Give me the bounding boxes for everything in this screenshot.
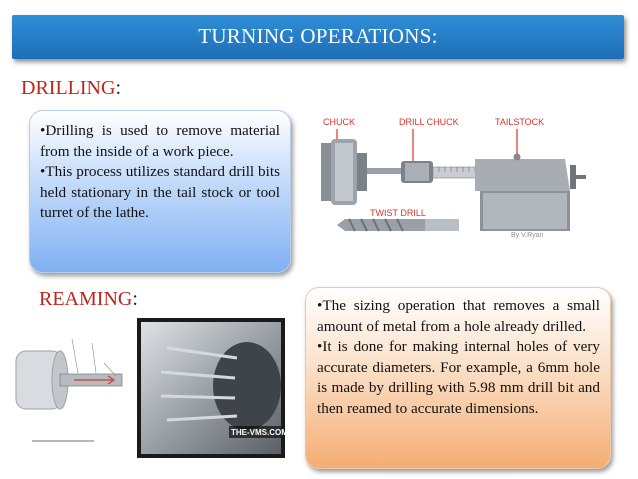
drilling-heading-text: DRILLING — [21, 77, 116, 99]
tailstock-lock-knob — [513, 153, 521, 161]
diagram-credit: By V.Ryan — [511, 232, 544, 239]
reaming-description-box: •The sizing operation that removes a sma… — [305, 287, 611, 469]
reaming-diagram — [15, 338, 123, 442]
reaming-heading: REAMING: — [39, 288, 138, 311]
tailstock-handwheel — [570, 165, 576, 189]
twist-drill — [337, 218, 459, 232]
title-bar: TURNING OPERATIONS: — [12, 15, 624, 59]
reaming-heading-text: REAMING — [39, 288, 133, 310]
slide-title: TURNING OPERATIONS: — [198, 24, 438, 48]
reaming-bullet-2: •It is done for making internal holes of… — [317, 338, 600, 417]
drill-chuck-label: DRILL CHUCK — [399, 117, 459, 127]
drilling-bullet-2: •This process utilizes standard drill bi… — [40, 163, 280, 221]
chuck-label: CHUCK — [323, 117, 355, 127]
reaming-bullet-1: •The sizing operation that removes a sma… — [317, 297, 600, 335]
drilling-bullet-1: •Drilling is used to remove material fro… — [40, 122, 280, 160]
drilling-heading-colon: : — [115, 77, 121, 99]
drilling-heading: DRILLING: — [21, 77, 121, 100]
chuck-body — [321, 139, 367, 205]
lathe-drilling-diagram: CHUCK DRILL CHUCK TAILSTOCK TWIST DRILL … — [321, 117, 586, 239]
tailstock-label: TAILSTOCK — [495, 117, 544, 127]
reaming-photo: THE-VMS.COM — [137, 318, 285, 458]
drilling-description-box: •Drilling is used to remove material fro… — [29, 110, 291, 273]
reaming-heading-colon: : — [132, 288, 138, 310]
photo-watermark: THE-VMS.COM — [231, 428, 285, 437]
twist-drill-in-chuck — [367, 168, 401, 174]
quill-scale — [438, 167, 476, 172]
drill-chuck — [401, 161, 433, 183]
tailstock — [475, 153, 586, 231]
twist-drill-label: TWIST DRILL — [370, 208, 426, 218]
reamer-flutes — [160, 346, 238, 422]
